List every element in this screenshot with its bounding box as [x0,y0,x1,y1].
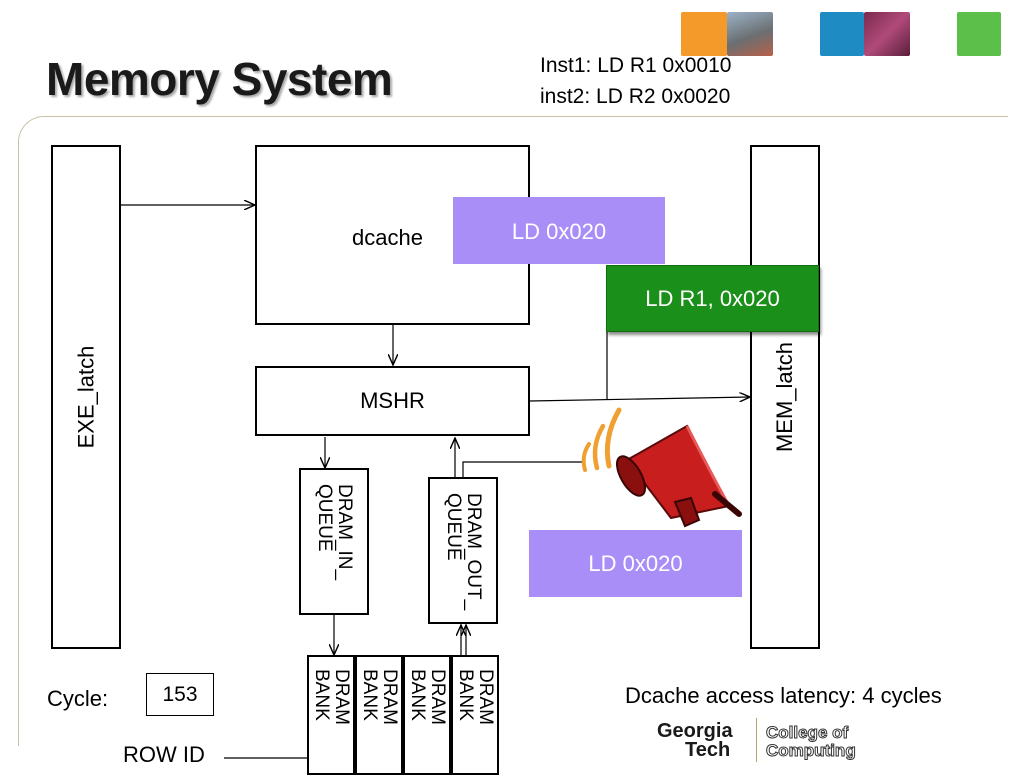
mshr-label: MSHR [360,388,425,413]
latency-text: Dcache access latency: 4 cycles [625,683,942,708]
dram-out-queue-box: DRAM_OUT_QUEUE [428,477,498,624]
cycle-value: 153 [146,673,214,716]
green-label-text: LD R1, 0x020 [645,285,780,311]
dram-bank-3: DRAM BANK [403,655,451,775]
logo-college: College of Computing [766,723,857,760]
mem-latch-box: MEM_latch [750,145,820,649]
logo-georgia-tech: Georgia Tech [657,720,733,761]
purple-label-top: LD 0x020 [453,197,665,264]
header-photo-square [727,12,773,56]
green-label: LD R1, 0x020 [606,265,819,332]
exe-latch-box: EXE_latch [51,145,121,649]
header-blue-square [820,12,864,56]
dram-bank-4-label: DRAM BANK [455,669,496,725]
content-frame [18,116,1008,746]
dram-bank-1-label: DRAM BANK [311,669,352,725]
dram-in-queue-label: DRAM_IN_QUEUE [314,484,355,581]
dram-out-queue-label: DRAM_OUT_QUEUE [443,493,484,611]
logo-line-college: College of [766,723,849,742]
logo-divider [756,718,757,762]
megaphone-icon [581,407,742,528]
dram-bank-1: DRAM BANK [307,655,355,775]
dram-bank-2: DRAM BANK [355,655,403,775]
purple-label-bottom: LD 0x020 [529,530,742,597]
logo-line-computing: Computing [766,741,857,760]
page-title: Memory System [46,53,393,105]
header-orange-square [681,12,727,56]
cycle-label: Cycle: [47,686,109,711]
dram-bank-4: DRAM BANK [451,655,499,775]
dcache-label: dcache [352,225,423,250]
mshr-box: MSHR [255,366,530,436]
row-id-label: ROW ID [123,742,205,767]
dram-in-queue-box: DRAM_IN_QUEUE [299,468,369,615]
dram-bank-3-label: DRAM BANK [407,669,448,725]
header-circuit-square [864,12,910,56]
purple-label-bottom-text: LD 0x020 [588,550,683,576]
purple-label-top-text: LD 0x020 [511,219,607,244]
logo-line-tech: Tech [685,739,731,761]
instruction-1: Inst1: LD R1 0x0010 [540,54,732,77]
instruction-2: inst2: LD R2 0x0020 [540,85,731,108]
header-green-square [957,12,1001,56]
mem-latch-label: MEM_latch [772,341,798,453]
logo-line-georgia: Georgia [657,720,733,742]
dram-bank-2-label: DRAM BANK [359,669,400,725]
exe-latch-label: EXE_latch [73,345,99,449]
